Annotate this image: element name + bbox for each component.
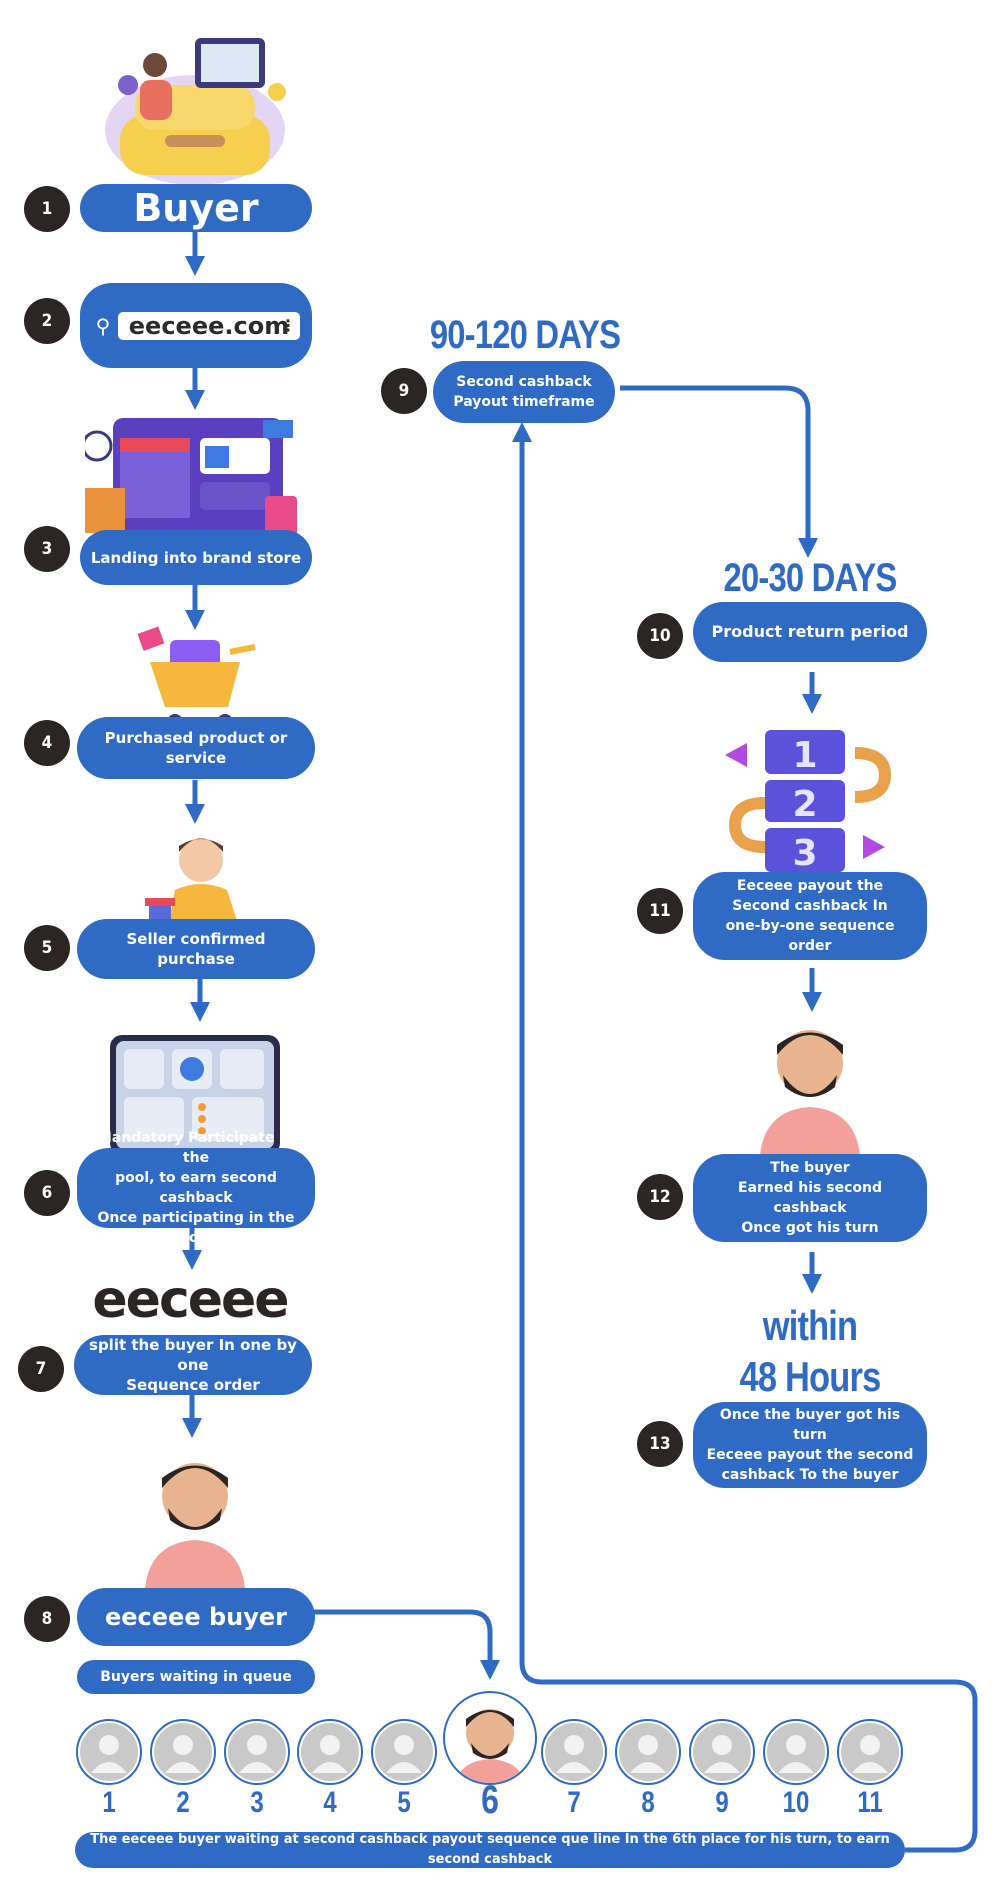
queue-position-number: 8 [641, 1786, 655, 1819]
queue-position-number: 7 [567, 1786, 581, 1819]
step-3-badge: 3 [24, 526, 70, 572]
buyer-illustration [100, 30, 290, 185]
queue-avatar [297, 1719, 363, 1785]
more-icon[interactable]: ⋮ [280, 316, 296, 335]
queue-footer-pill: The eeceee buyer waiting at second cashb… [75, 1832, 905, 1868]
step-12-pill: The buyer Earned his second cashback Onc… [693, 1154, 927, 1242]
step-13-heading-line2: 48 Hours [739, 1353, 882, 1400]
step-1-pill: Buyer [80, 184, 312, 232]
step-7-badge: 7 [18, 1346, 64, 1392]
step-9-badge: 9 [381, 368, 427, 414]
queue-position-number: 6 [481, 1778, 499, 1822]
step-2-badge: 2 [24, 298, 70, 344]
sequence-block-2: 2 [792, 784, 817, 825]
step-5-pill: Seller confirmed purchase [77, 919, 315, 979]
step-6-pill: Mandatory Participate in the pool, to ea… [77, 1130, 315, 1246]
queue-position-number: 10 [782, 1786, 810, 1819]
arrow-8-queue [312, 1609, 500, 1680]
arrow-queue-9 [512, 422, 978, 1853]
eeceee-logo: eeceee [92, 1270, 289, 1330]
step-2-pill: ⚲ eeceee.com ⋮ [80, 283, 312, 368]
queue-avatar [371, 1719, 437, 1785]
step-10-badge: 10 [637, 613, 683, 659]
search-icon: ⚲ [95, 314, 111, 338]
step-8-badge: 8 [24, 1596, 70, 1642]
queue-position-number: 2 [176, 1786, 190, 1819]
step-13-heading-line1: within [762, 1302, 858, 1349]
eeceee-buyer-avatar [140, 1448, 250, 1588]
step-7-pill: split the buyer In one by one Sequence o… [74, 1335, 312, 1395]
shopping-cart-illustration [130, 622, 260, 737]
queue-avatar [763, 1719, 829, 1785]
search-input[interactable]: eeceee.com [118, 312, 300, 340]
arrow-9-10 [620, 385, 818, 558]
step-8-sub-pill: Buyers waiting in queue [77, 1660, 315, 1694]
step-9-heading: 90-120 DAYS [429, 313, 621, 357]
seller-illustration [145, 830, 250, 930]
step-3-pill: Landing into brand store [80, 530, 312, 585]
queue-avatar [615, 1719, 681, 1785]
step-1-badge: 1 [24, 186, 70, 232]
dashboard-illustration [110, 1035, 280, 1155]
queue-position-number: 4 [323, 1786, 337, 1819]
step-9-pill: Second cashback Payout timeframe [433, 361, 615, 423]
step-13-pill: Once the buyer got his turn Eeceee payou… [693, 1402, 927, 1488]
sequence-block-1: 1 [792, 735, 817, 776]
search-bar[interactable]: ⚲ eeceee.com ⋮ [88, 309, 304, 343]
queue-position-number: 3 [250, 1786, 264, 1819]
step-11-badge: 11 [637, 888, 683, 934]
step-12-badge: 12 [637, 1174, 683, 1220]
brand-store-illustration [85, 398, 315, 538]
queue-avatar [837, 1719, 903, 1785]
step-8-pill: eeceee buyer [77, 1588, 315, 1646]
step-10-pill: Product return period [693, 602, 927, 662]
step-5-badge: 5 [24, 925, 70, 971]
queue-avatar [150, 1719, 216, 1785]
step-11-pill: Eeceee payout the Second cashback In one… [693, 872, 927, 960]
step-6-badge: 6 [24, 1170, 70, 1216]
step-10-heading: 20-30 DAYS [723, 556, 898, 600]
queue-avatar [689, 1719, 755, 1785]
step-4-badge: 4 [24, 720, 70, 766]
queue-avatar [76, 1719, 142, 1785]
sequence-blocks-illustration: 1 2 3 [725, 725, 895, 875]
queue-position-number: 9 [715, 1786, 729, 1819]
queue-avatar [224, 1719, 290, 1785]
queue-position-number: 5 [397, 1786, 411, 1819]
step-13-badge: 13 [637, 1421, 683, 1467]
queue-avatar [541, 1719, 607, 1785]
queue-position-number: 11 [857, 1786, 883, 1819]
step-4-pill: Purchased product or service [77, 717, 315, 779]
sequence-block-3: 3 [792, 833, 817, 874]
queue-position-number: 1 [102, 1786, 116, 1819]
queue-avatar-highlighted [443, 1691, 537, 1785]
buyer-earned-avatar [755, 1015, 865, 1155]
